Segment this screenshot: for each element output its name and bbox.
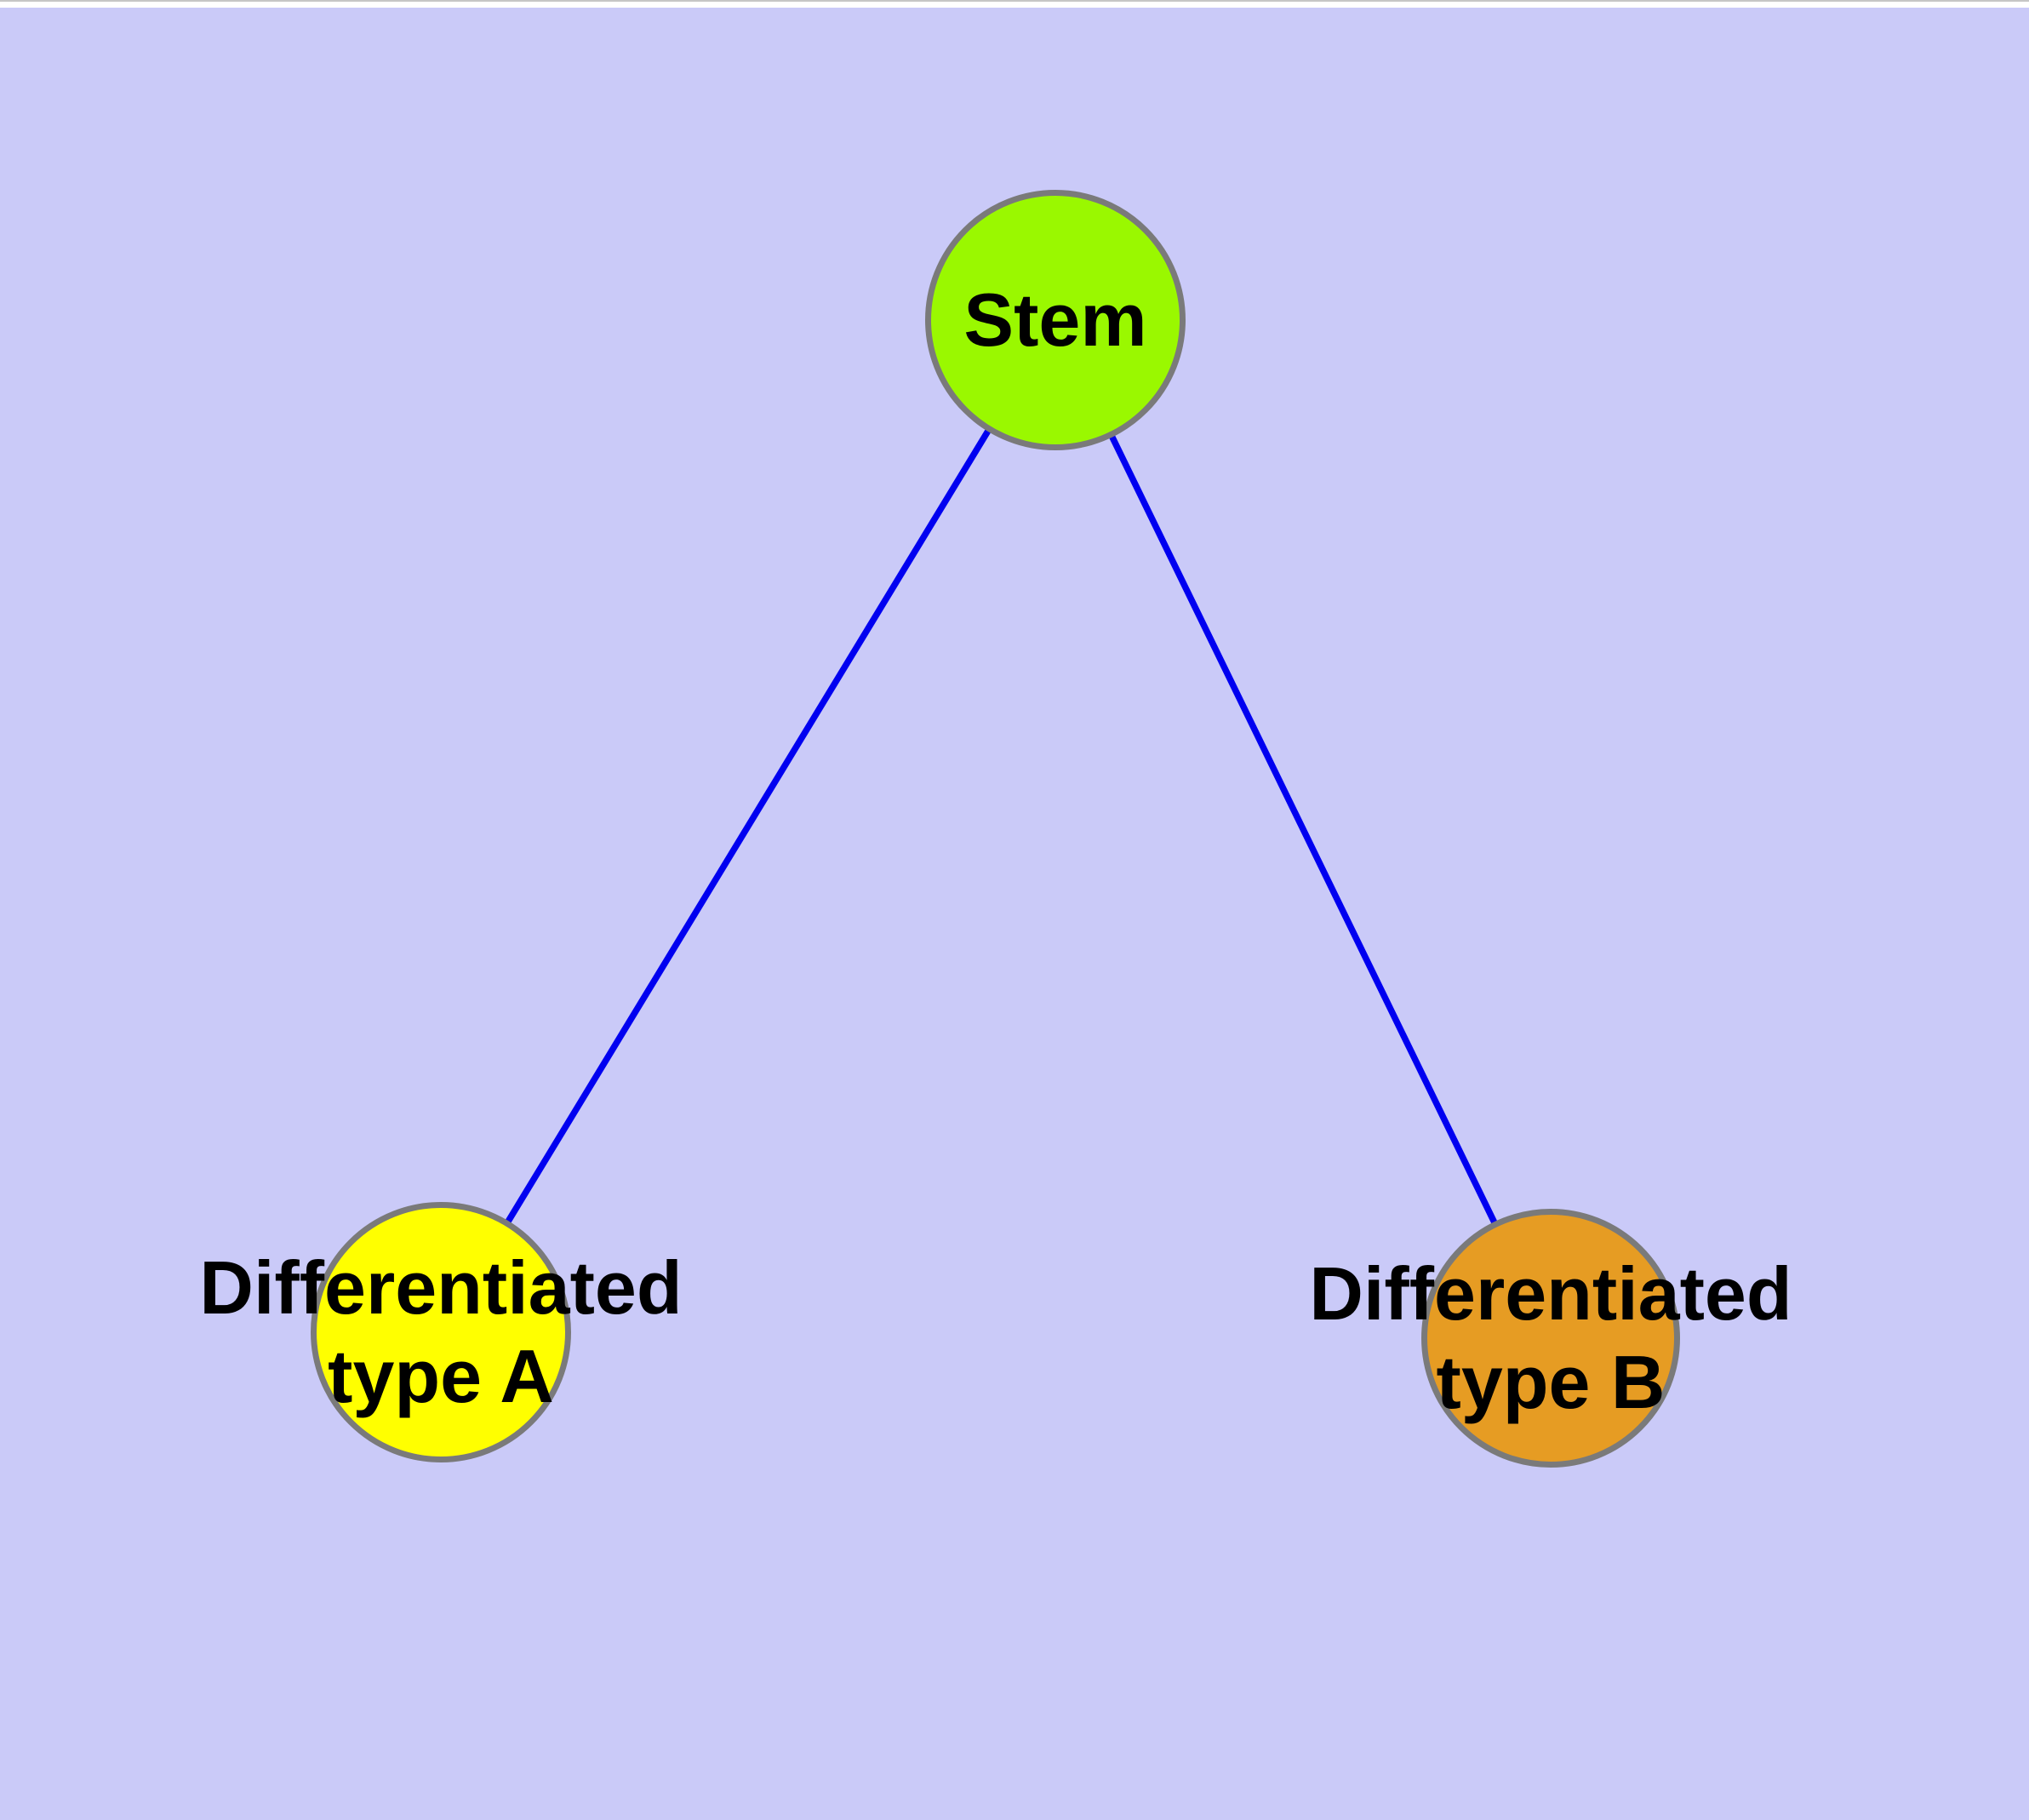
node-label-line: Stem: [963, 278, 1147, 362]
node-differentiated-type-a-label: Differentiated type A: [199, 1244, 682, 1421]
node-label-line: Differentiated: [1309, 1251, 1792, 1336]
node-differentiated-type-b-label: Differentiated type B: [1309, 1250, 1792, 1427]
node-stem-label: Stem: [963, 276, 1146, 364]
node-stem[interactable]: Stem: [925, 190, 1186, 450]
node-label-line: Differentiated: [199, 1245, 683, 1330]
node-differentiated-type-b[interactable]: Differentiated type B: [1309, 1209, 1792, 1468]
edge-stem-to-differentiated-type-a: [437, 318, 1059, 1334]
node-label-line: type B: [1436, 1340, 1666, 1424]
node-label-line: type A: [328, 1334, 554, 1418]
top-border-strip: [0, 0, 2029, 8]
edge-stem-to-differentiated-type-b: [1052, 318, 1554, 1340]
node-differentiated-type-a[interactable]: Differentiated type A: [199, 1202, 683, 1462]
